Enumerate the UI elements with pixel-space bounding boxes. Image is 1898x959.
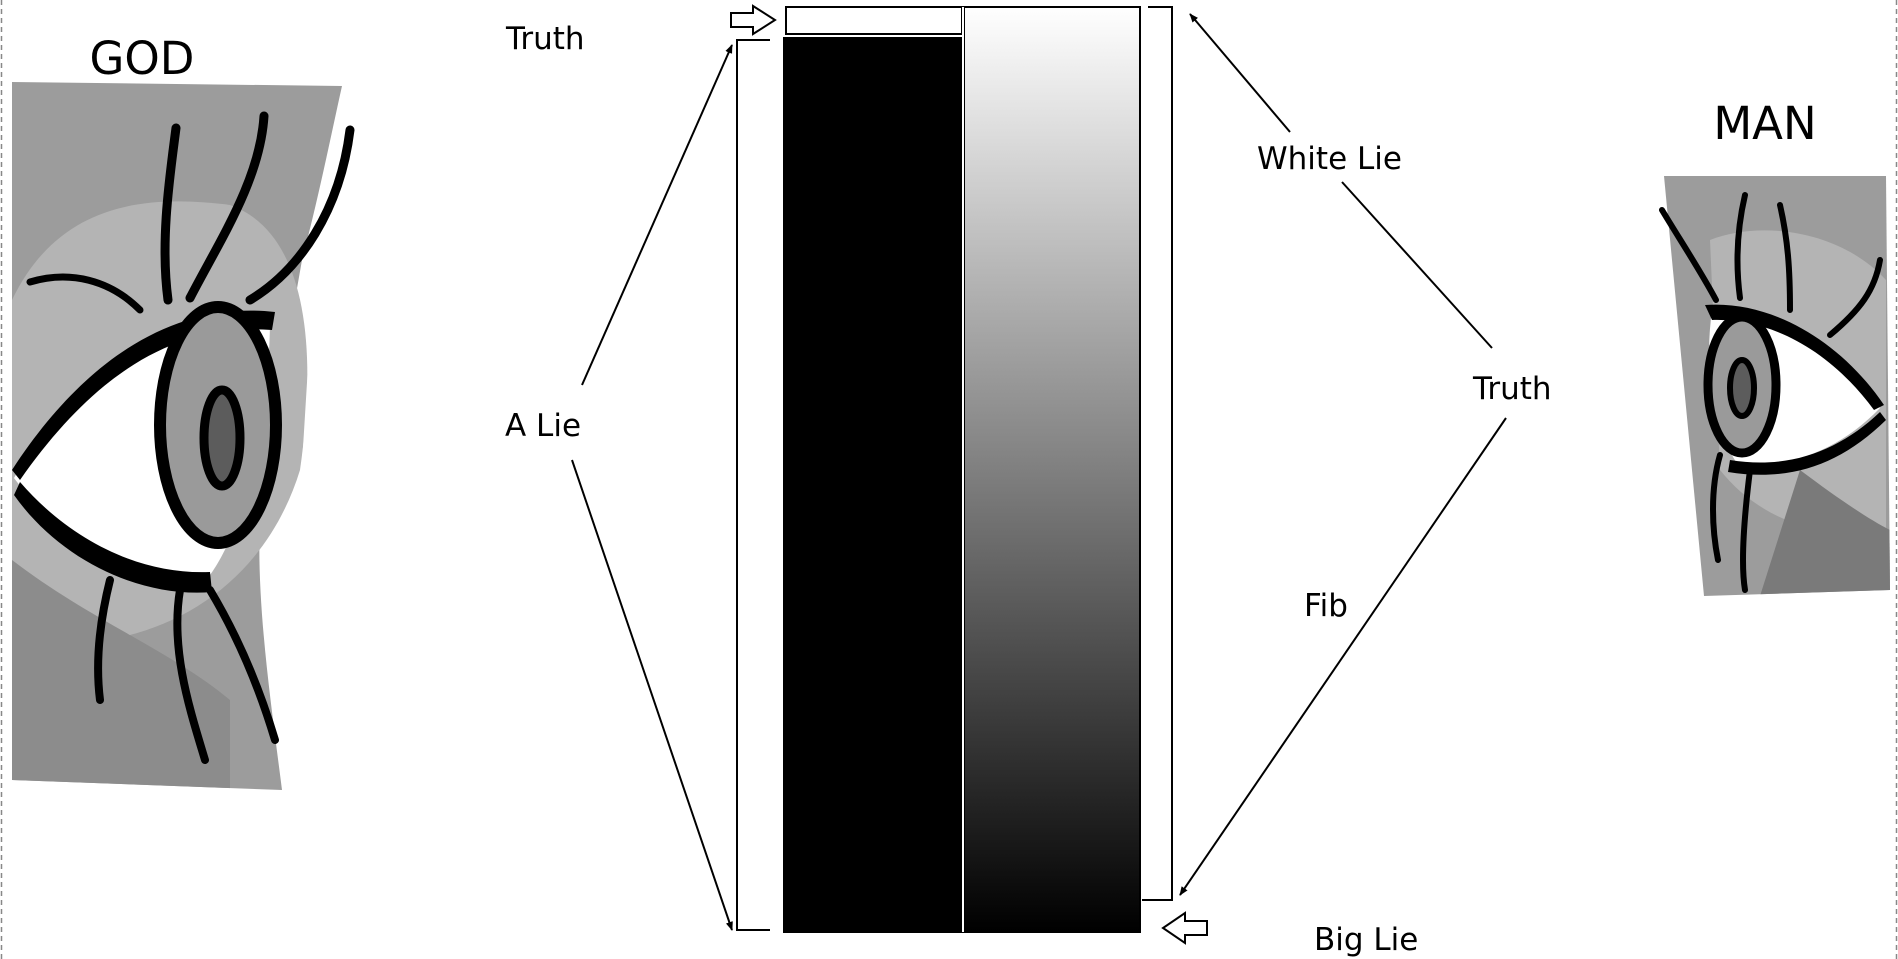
a-lie-label: A Lie [505, 408, 581, 444]
a-lie-arrow-down [572, 460, 732, 930]
left-arrow-outline-icon [1163, 913, 1207, 943]
right-bracket [1142, 7, 1172, 900]
gradient-bar [964, 7, 1140, 932]
god-eye-pupil [204, 390, 240, 486]
god-eye-icon [12, 82, 350, 790]
man-eye-icon [1662, 176, 1890, 596]
big-lie-label: Big Lie [1314, 922, 1418, 958]
truth-top-box [786, 7, 962, 34]
truth-top-label: Truth [505, 21, 585, 57]
lie-black-bar [784, 38, 962, 932]
white-lie-label: White Lie [1257, 141, 1402, 177]
white-lie-truth-connector [1342, 182, 1492, 348]
man-label: MAN [1713, 97, 1816, 150]
a-lie-arrow-up [582, 45, 732, 385]
man-eye-pupil [1730, 360, 1754, 416]
truth-right-label: Truth [1472, 371, 1552, 407]
right-arrow-outline-icon [731, 6, 775, 34]
left-bracket [737, 40, 770, 930]
white-lie-arrow [1190, 14, 1290, 132]
fib-label: Fib [1304, 588, 1348, 624]
fib-arrow [1180, 418, 1506, 895]
god-label: GOD [90, 32, 195, 85]
